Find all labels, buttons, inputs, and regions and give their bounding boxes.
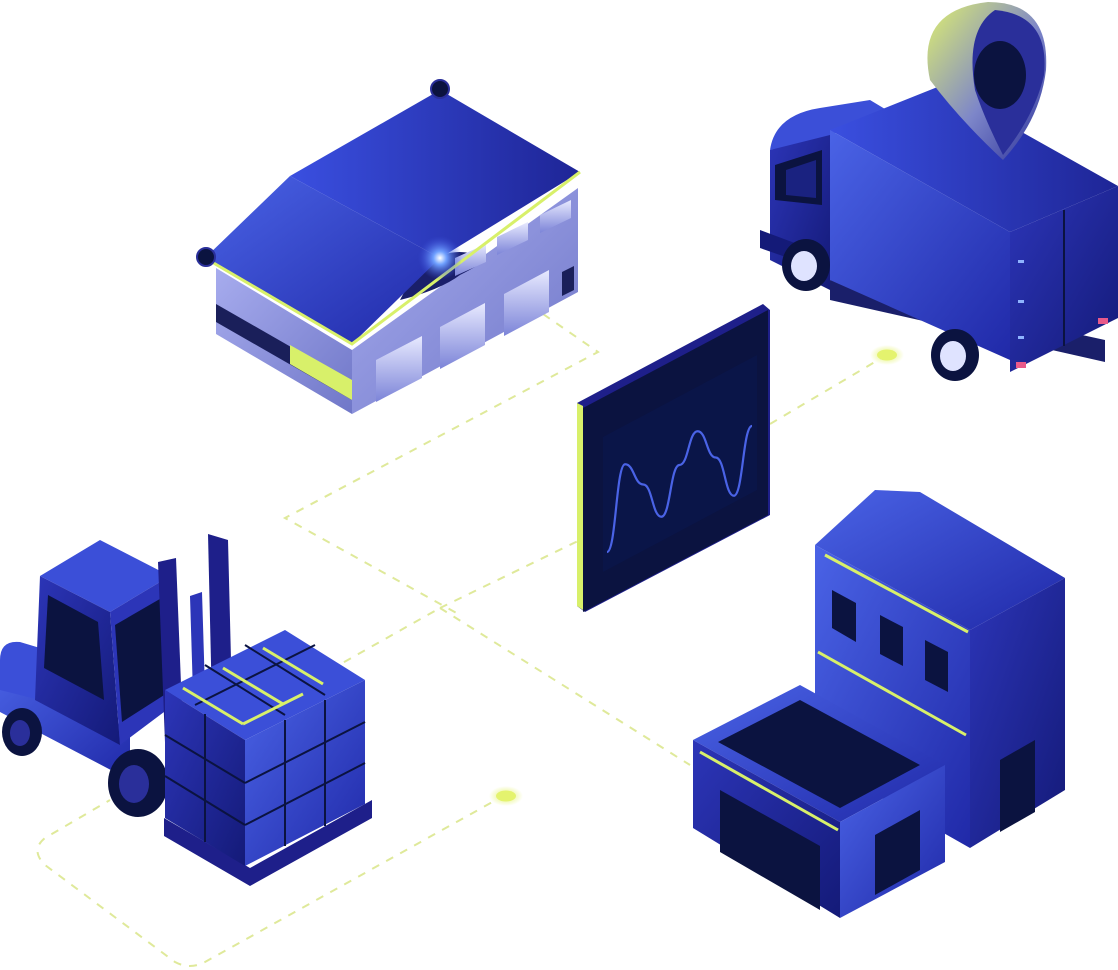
hinge-3 (1018, 336, 1024, 339)
warehouse-roof-left (205, 176, 440, 344)
hinge-1 (1018, 260, 1024, 263)
factory-window-1 (832, 590, 856, 642)
warehouse-roof-edge (204, 170, 581, 346)
truck-hinges (1018, 260, 1024, 339)
warehouse-windows (376, 200, 571, 402)
node-truck-core (877, 349, 897, 361)
factory-windows (832, 590, 948, 692)
connector-hub-factory (439, 607, 691, 766)
location-pin (927, 2, 1047, 160)
factory-garage-door (720, 790, 820, 910)
truck-tail-light-1 (1016, 362, 1026, 368)
truck-wheel-rear (931, 329, 979, 381)
factory-tower-roof (815, 490, 1065, 630)
node-forklift-core (496, 790, 516, 802)
factory-tower-accent (824, 553, 969, 634)
warehouse-stripe-accent (290, 345, 352, 400)
warehouse-sensor-light (418, 236, 462, 280)
hinge-2 (1018, 300, 1024, 303)
monitor-chart-area (603, 355, 757, 572)
warehouse-corner-cap-left (196, 247, 216, 267)
analytics-monitor (577, 304, 770, 612)
truck-cabin-front (770, 100, 890, 150)
window-3 (540, 200, 571, 233)
monitor-trend-line (605, 424, 754, 554)
connector-forklift-hub (329, 607, 441, 671)
warehouse-roof-right (290, 90, 580, 258)
connector-warehouse-hub (282, 304, 600, 616)
factory-window-3 (925, 640, 948, 692)
forklift (0, 534, 232, 817)
factory-side-door (1000, 740, 1035, 832)
connector-lines (36, 304, 886, 967)
factory (693, 490, 1065, 918)
door-2 (440, 303, 485, 369)
boxes-side (245, 680, 365, 866)
box-straps (182, 646, 324, 726)
pallet-base (164, 800, 372, 886)
truck-wheel-front (782, 239, 830, 291)
connector-forklift-loop (36, 794, 506, 967)
forklift-mast-inner (190, 592, 205, 694)
forklift-wheel-rear (2, 708, 42, 756)
warehouse (196, 79, 581, 414)
connector-hub-monitor (439, 539, 581, 609)
window-2 (497, 222, 528, 255)
boxes-top (165, 630, 365, 740)
delivery-truck (760, 86, 1118, 381)
factory-annex-accent (699, 750, 839, 832)
warehouse-corner-cap-top (430, 79, 450, 99)
truck-cargo-side (830, 130, 1010, 360)
truck-tail-light-2 (1098, 318, 1108, 324)
forklift-cab-roof (40, 540, 170, 612)
pallet-boxes (164, 630, 372, 886)
pin-hole (974, 41, 1026, 109)
monitor-accent-edge (577, 403, 583, 610)
factory-tower-side (970, 578, 1065, 848)
factory-annex-roof-inner (718, 700, 920, 808)
box-seams (164, 644, 366, 846)
forklift-front-window (115, 596, 172, 722)
door-3 (504, 270, 549, 336)
truck-door-window (786, 160, 816, 198)
truck-cargo-top (830, 86, 1118, 232)
forklift-rear (0, 641, 40, 700)
forklift-cab-window (44, 595, 104, 700)
factory-annex-door (875, 810, 920, 895)
factory-window-2 (880, 615, 903, 666)
door-1 (376, 336, 422, 402)
connector-truck-monitor (769, 355, 886, 425)
forklift-wheel-front (108, 749, 168, 817)
factory-tower-accent-2 (817, 650, 967, 737)
window-1 (455, 244, 486, 276)
warehouse-small-door (562, 266, 574, 296)
